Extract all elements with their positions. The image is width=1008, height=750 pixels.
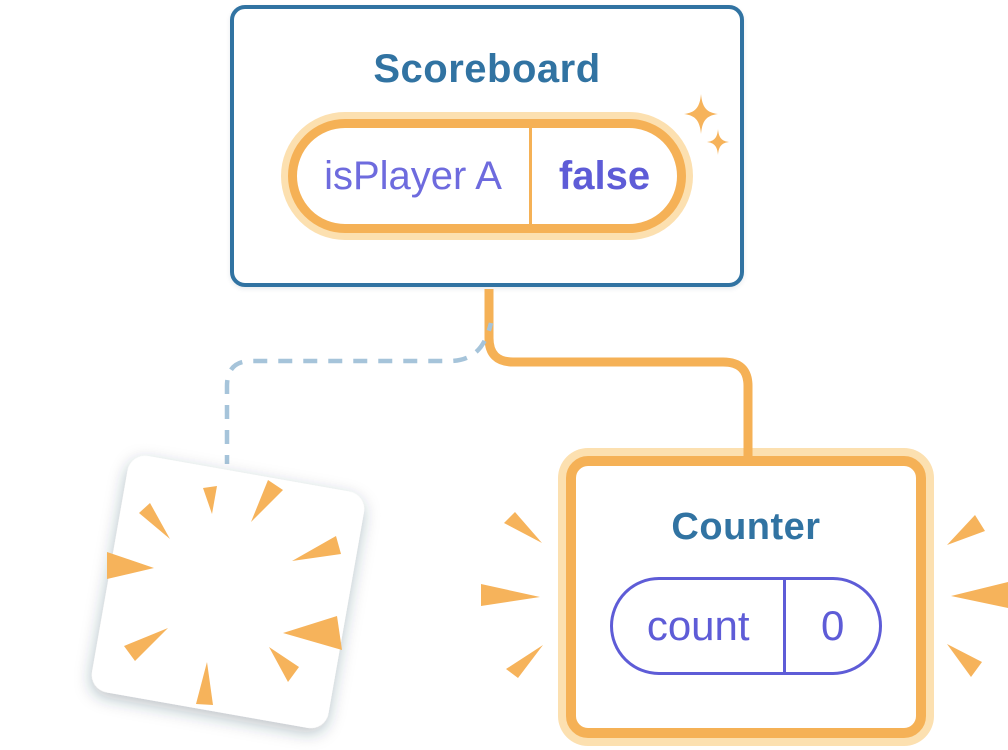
counter-state-name: count [646, 602, 750, 649]
burst-ray [196, 662, 213, 705]
burst-wedge [504, 512, 542, 543]
burst-wedge [947, 644, 982, 677]
counter-state-pill: count 0 [610, 577, 882, 675]
destroyed-card-square [91, 455, 365, 729]
destroyed-component [91, 455, 365, 729]
connector-orange [484, 289, 753, 461]
counter-emphasis-left [481, 512, 543, 678]
destroyed-burst-rays [107, 480, 342, 705]
burst-wedge [506, 645, 543, 678]
scoreboard-state-name: isPlayer A [324, 153, 502, 198]
counter-emphasis-right [947, 515, 1008, 677]
scoreboard-state-pill: isPlayer A false [288, 119, 686, 233]
burst-ray [292, 536, 341, 561]
burst-ray [283, 616, 342, 650]
burst-ray [107, 552, 154, 579]
pill-divider [529, 128, 532, 224]
scoreboard-card: Scoreboard isPlayer A false [230, 5, 744, 287]
scoreboard-title: Scoreboard [373, 47, 601, 91]
burst-ray [139, 503, 170, 539]
burst-wedge [951, 582, 1008, 608]
connector-dashed [224, 322, 494, 464]
counter-title: Counter [671, 506, 821, 548]
burst-ray [251, 480, 283, 522]
counter-state-value: 0 [821, 602, 845, 649]
scoreboard-state-value: false [558, 153, 651, 198]
counter-card: Counter count 0 [566, 456, 926, 738]
burst-wedge [947, 515, 985, 545]
pill-divider [783, 580, 787, 672]
burst-ray [124, 628, 168, 661]
burst-wedge [481, 584, 540, 606]
burst-ray [203, 486, 217, 514]
burst-ray [269, 647, 299, 682]
